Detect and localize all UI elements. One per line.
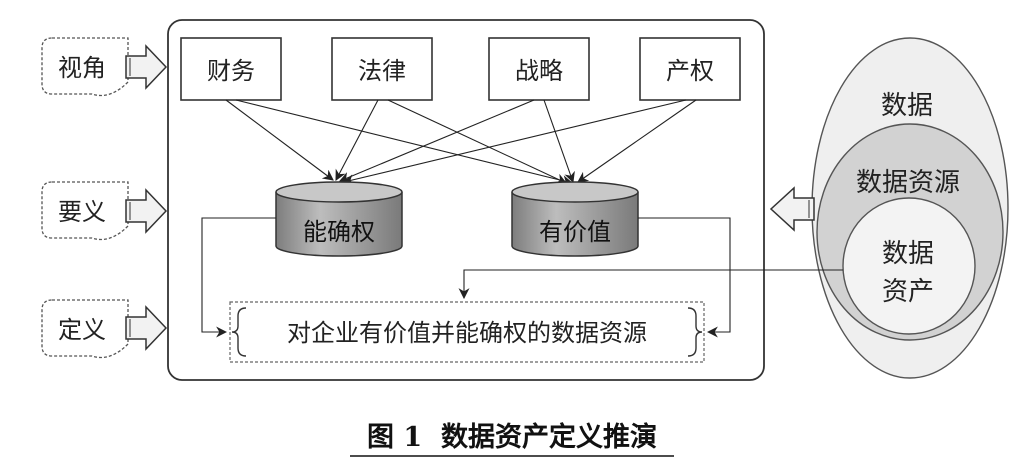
perspective-box-law: 法律 bbox=[331, 37, 433, 101]
nested-ellipses: 数据 数据资源 数据 资产 bbox=[811, 37, 1009, 379]
essential-confirmable-text: 能确权 bbox=[303, 218, 375, 246]
essential-valuable-text: 有价值 bbox=[539, 218, 611, 246]
cylinder-valuable: 有价值 bbox=[511, 181, 639, 257]
perspective-finance-text: 财务 bbox=[207, 57, 255, 85]
side-label-definition: 定义 bbox=[41, 299, 129, 359]
perspective-strategy-text: 战略 bbox=[515, 57, 563, 85]
ellipse-data-asset-label-2: 资产 bbox=[882, 277, 934, 307]
figure-caption: 图 1 数据资产定义推演 bbox=[367, 421, 657, 453]
perspective-law-text: 法律 bbox=[358, 57, 406, 85]
main-frame bbox=[167, 19, 765, 381]
definition-text: 对企业有价值并能确权的数据资源 bbox=[287, 319, 647, 347]
side-label-perspective-text: 视角 bbox=[58, 54, 106, 82]
ellipse-data-asset-label-1: 数据 bbox=[882, 239, 934, 269]
definition-box: 对企业有价值并能确权的数据资源 bbox=[229, 301, 705, 363]
ellipse-data-label: 数据 bbox=[881, 91, 933, 121]
perspective-box-finance: 财务 bbox=[180, 37, 282, 101]
perspective-box-strategy: 战略 bbox=[488, 37, 590, 101]
side-label-essentials-text: 要义 bbox=[58, 198, 106, 226]
block-arrow-right-icon bbox=[125, 188, 168, 234]
ellipse-data-asset bbox=[842, 197, 976, 335]
cylinder-to-definition-connectors bbox=[201, 217, 731, 338]
block-arrow-right-icon bbox=[125, 305, 168, 351]
asset-to-definition-connector bbox=[458, 269, 843, 300]
block-arrow-left-icon bbox=[769, 186, 815, 232]
perspective-property-text: 产权 bbox=[666, 57, 714, 85]
cylinder-confirmable: 能确权 bbox=[275, 181, 403, 257]
side-label-definition-text: 定义 bbox=[58, 316, 106, 344]
perspective-box-property: 产权 bbox=[639, 37, 741, 101]
side-label-essentials: 要义 bbox=[41, 181, 129, 241]
block-arrow-right-icon bbox=[125, 44, 168, 90]
ellipse-data-resource-label: 数据资源 bbox=[856, 168, 960, 198]
side-label-perspective: 视角 bbox=[41, 37, 129, 97]
connector-arrows bbox=[225, 99, 697, 186]
